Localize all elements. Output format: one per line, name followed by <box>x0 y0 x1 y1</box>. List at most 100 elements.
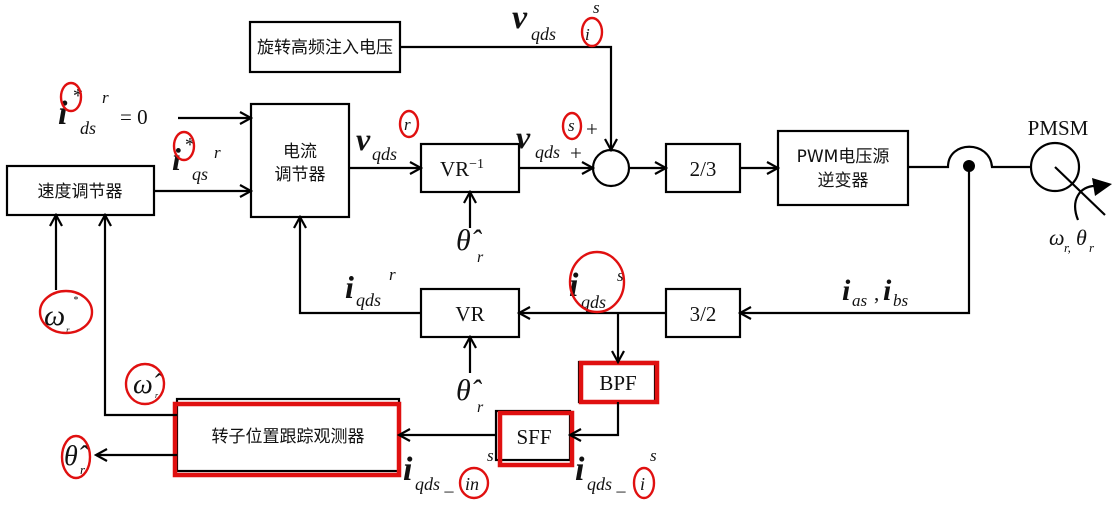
speed-regulator-block: 速度调节器 <box>5 164 156 217</box>
transform-23-block: 2/3 <box>664 142 742 194</box>
svg-text:*: * <box>73 295 78 306</box>
vr-inverse-label: VR−1 <box>440 157 484 181</box>
pwm-inverter-label-1: PWM电压源 <box>797 147 890 167</box>
bpf-to-sff-arrow <box>570 402 620 435</box>
iqds-r-label: i qds r <box>345 265 396 310</box>
svg-text:i: i <box>585 25 590 44</box>
svg-text:qds: qds <box>531 24 556 44</box>
iabs-label: i as , i bs <box>842 274 909 310</box>
pwm-inverter-label-2: 逆变器 <box>818 171 869 191</box>
svg-text:r: r <box>1089 240 1095 255</box>
svg-text:i: i <box>883 274 892 307</box>
iqds-i-label: i qds _ i s <box>575 446 657 500</box>
svg-text:ω̂: ω̂ <box>133 369 164 400</box>
theta-hat-label-2: θ̂ r <box>456 374 484 416</box>
svg-text:r: r <box>80 462 86 477</box>
svg-text:as: as <box>852 291 868 310</box>
iabs-arrow <box>740 166 971 313</box>
svg-text:r: r <box>102 88 109 107</box>
theta-hat-label-1: θ̂ r <box>456 224 484 266</box>
svg-text:s: s <box>650 446 657 465</box>
svg-text:s: s <box>593 0 600 17</box>
theta-out-label: θ̂ r <box>60 434 92 480</box>
motor-output-label: ω r, θ r <box>1049 225 1095 255</box>
svg-text:i: i <box>172 141 181 177</box>
pwm-inverter-block: PWM电压源 逆变器 <box>776 129 910 207</box>
svg-text:v: v <box>516 119 531 155</box>
sff-label: SFF <box>516 425 551 449</box>
svg-text:qds: qds <box>535 142 560 162</box>
svg-text:ω: ω <box>1049 225 1065 250</box>
svg-text:qds: qds <box>356 290 381 310</box>
pmsm-label: PMSM <box>1028 116 1089 140</box>
pmsm-motor: PMSM <box>1028 116 1112 221</box>
svg-text:i: i <box>403 451 413 488</box>
svg-text:r,: r, <box>1064 240 1071 255</box>
svg-text:i: i <box>575 451 585 488</box>
svg-text:s: s <box>568 116 575 135</box>
svg-text:i: i <box>842 274 851 307</box>
svg-text:i: i <box>345 269 354 305</box>
svg-text:v: v <box>356 121 371 157</box>
svg-text:ω: ω <box>44 299 65 332</box>
svg-text:,: , <box>874 281 879 305</box>
iqds-r-feedback-arrow <box>300 217 421 315</box>
transform-23-label: 2/3 <box>690 157 717 181</box>
observer-label: 转子位置跟踪观测器 <box>212 427 365 447</box>
svg-text:r: r <box>389 265 396 284</box>
sff-block: SFF <box>494 409 575 468</box>
svg-text:= 0: = 0 <box>120 105 148 129</box>
svg-text:*: * <box>72 85 82 107</box>
svg-text:i: i <box>640 474 645 494</box>
omega-hat-arrow <box>105 215 177 417</box>
svg-text:i: i <box>58 95 68 132</box>
svg-text:θ: θ <box>1076 225 1087 250</box>
vqds-r-label: v qds r <box>356 109 420 164</box>
plus-left: + <box>570 141 582 165</box>
svg-text:r: r <box>155 391 159 400</box>
speed-regulator-label: 速度调节器 <box>38 182 123 202</box>
bpf-label: BPF <box>599 371 636 395</box>
svg-text:qds: qds <box>372 144 397 164</box>
svg-text:s: s <box>617 266 624 285</box>
transform-32-block: 3/2 <box>664 287 742 339</box>
iqds-in-label: i qds _ in s <box>403 446 494 500</box>
vr-block: VR <box>419 287 521 339</box>
summing-junction <box>591 148 631 188</box>
hf-injection-block: 旋转高频注入电压 <box>248 20 402 74</box>
rotation-arrowhead-icon <box>1092 178 1112 196</box>
svg-text:s: s <box>487 446 494 465</box>
svg-text:qs: qs <box>192 164 208 184</box>
hf-injection-label: 旋转高频注入电压 <box>257 38 393 58</box>
ids-ref-label: i * ds r = 0 <box>58 81 148 138</box>
omega-hat-label: ω̂ r <box>124 362 166 406</box>
hf-injection-arrow <box>400 45 611 150</box>
svg-text:ds: ds <box>80 118 96 138</box>
vr-label: VR <box>455 302 484 326</box>
current-regulator-label-2: 调节器 <box>275 165 326 185</box>
svg-text:in: in <box>465 474 479 494</box>
iqds-s-label: i qds s <box>568 250 626 314</box>
observer-block: 转子位置跟踪观测器 <box>172 397 402 478</box>
svg-text:v: v <box>512 0 528 36</box>
rotation-arrow-icon <box>1074 184 1096 221</box>
svg-text:r: r <box>477 249 484 266</box>
pwm-to-motor-line <box>908 145 1031 169</box>
plus-top: + <box>586 117 598 141</box>
current-regulator-label-1: 电流 <box>283 142 317 162</box>
vqds-i-label: v qds s i <box>512 0 604 48</box>
current-regulator-block: 电流 调节器 <box>249 102 351 219</box>
svg-text:r: r <box>66 325 70 335</box>
omega-ref-label: ω r * <box>38 289 94 335</box>
svg-text:bs: bs <box>893 291 909 310</box>
svg-text:*: * <box>184 134 194 156</box>
iqs-ref-label: i * qs r <box>172 130 221 184</box>
bpf-block: BPF <box>577 360 660 405</box>
svg-text:qds _: qds _ <box>587 474 627 494</box>
svg-text:qds: qds <box>581 292 606 312</box>
svg-text:i: i <box>569 267 579 304</box>
vr-inverse-block: VR−1 <box>419 142 521 194</box>
vqds-s-label: v qds s + + <box>516 111 598 165</box>
transform-32-label: 3/2 <box>690 302 717 326</box>
